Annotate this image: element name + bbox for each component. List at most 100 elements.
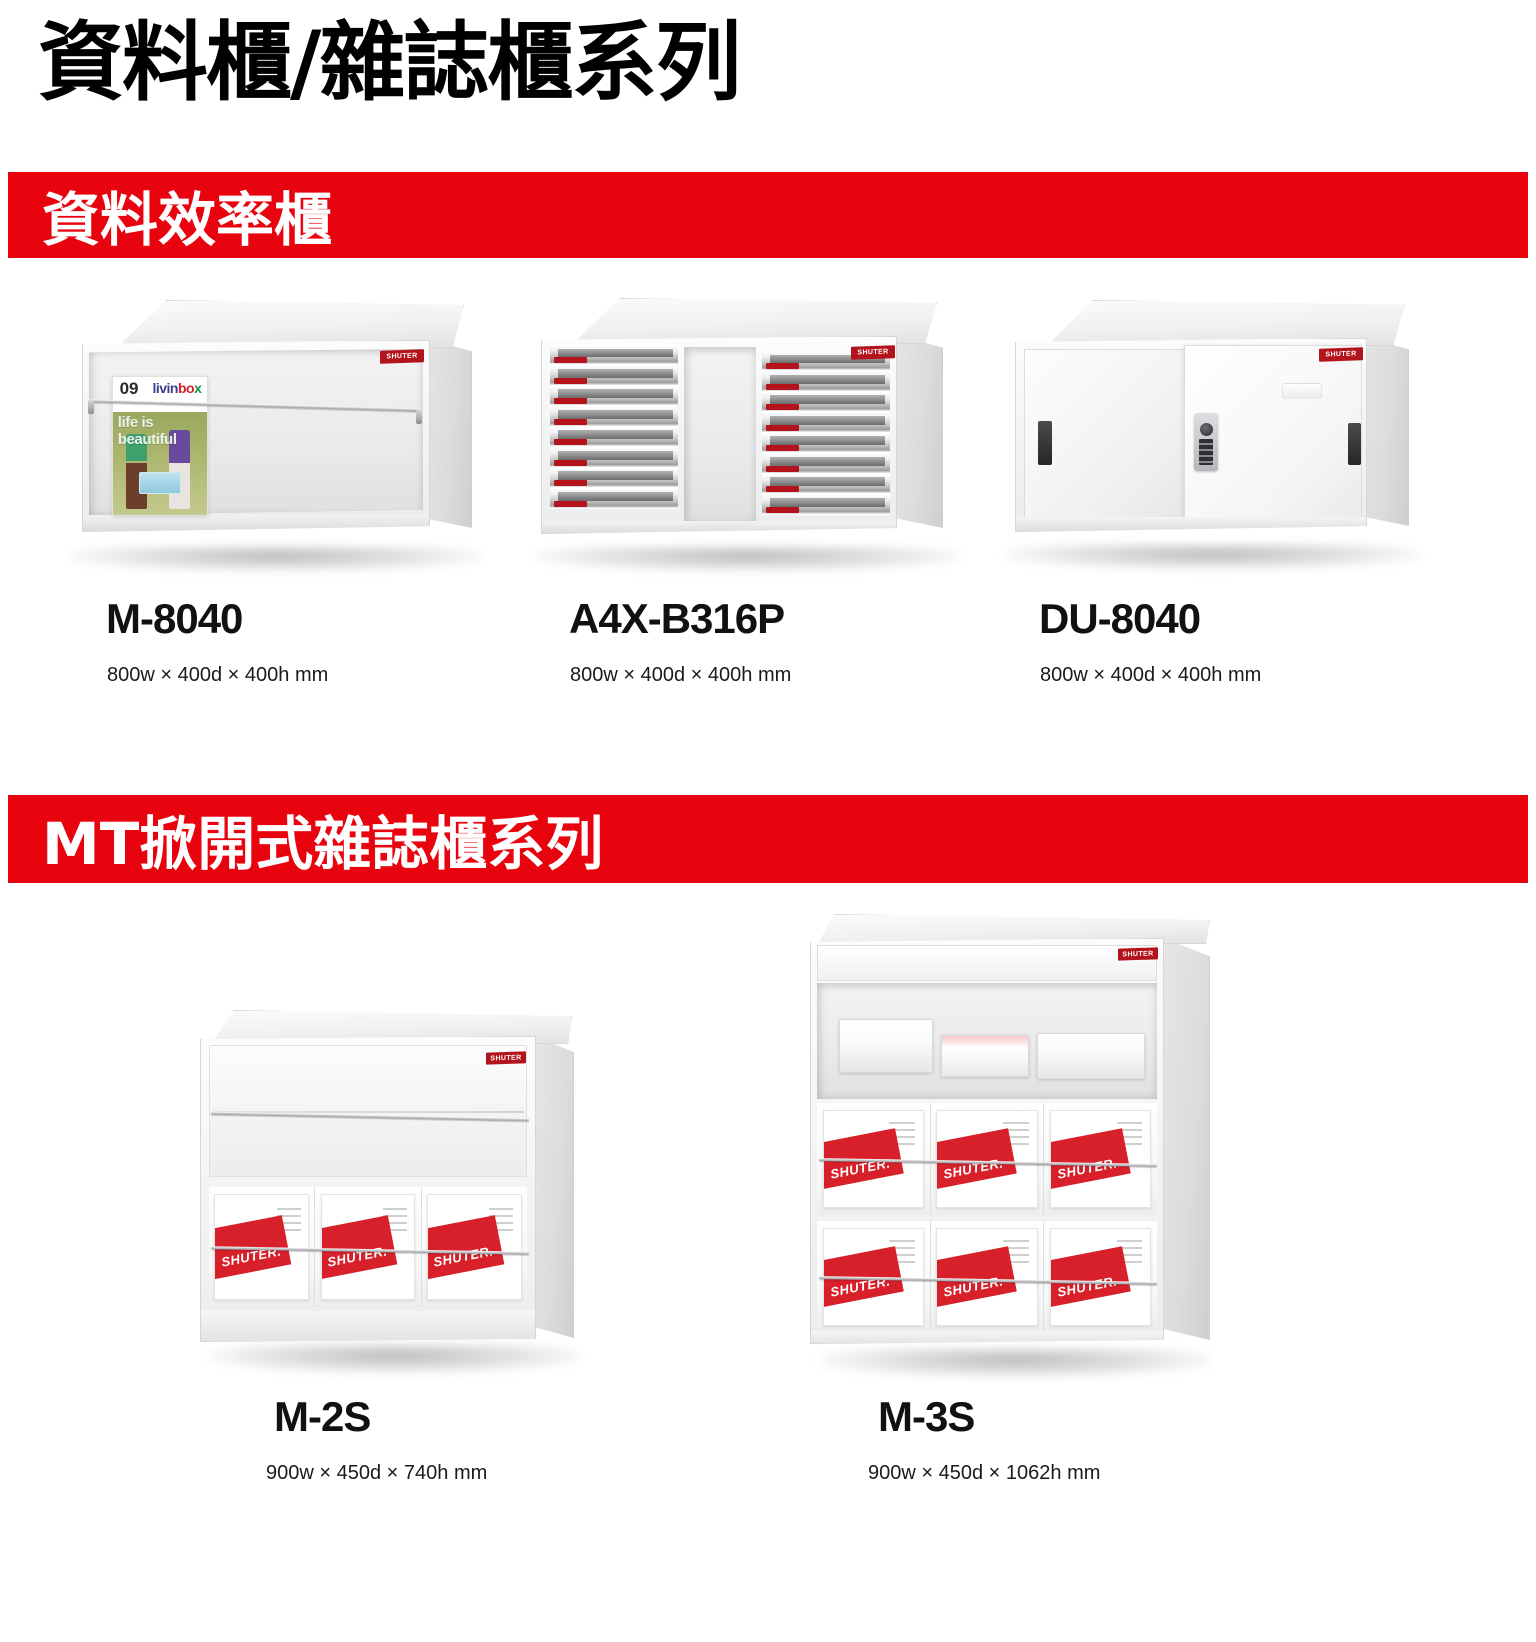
card-spec-lines [382,1207,407,1256]
card-spec-lines [489,1207,514,1256]
cabinet-front-frame [1015,338,1367,532]
shuter-logo-badge: SHUTER [380,349,424,364]
shuter-logo-badge: SHUTER [486,1051,526,1065]
magazine-pocket[interactable]: SHUTER. [930,1221,1045,1333]
magazine-display-card: SHUTER. [936,1109,1038,1209]
combination-lock[interactable] [1194,413,1218,471]
cabinet-bottom-rail [83,515,429,531]
drawer[interactable] [550,345,678,366]
drawer[interactable] [550,467,678,489]
magazine-masthead: 09 livinbox [113,377,207,412]
drawer[interactable] [762,473,890,495]
magazine-display-card: SHUTER. [320,1194,416,1300]
product-image-a4x-b316p: SHUTER [529,298,959,572]
product-row-magazine-cabinets: SHUTER. SHUTER. [0,900,1536,1560]
card-spec-lines [889,1240,916,1284]
drawer-column-left[interactable] [550,345,678,523]
door-handle-left[interactable] [1038,421,1052,465]
magazine-pocket[interactable]: SHUTER. [315,1187,422,1307]
door-handle-right[interactable] [1348,423,1361,465]
drop-shadow [1005,544,1421,570]
drawer-label-tag [553,357,588,364]
magazine-logo-part-2: bo [177,380,195,397]
drop-shadow [210,1344,580,1374]
section-banner-label: MT掀開式雜誌櫃系列 [42,810,604,878]
product-card-m-8040[interactable]: 09 livinbox l [60,290,490,710]
product-image-m-2s: SHUTER. SHUTER. [190,1010,590,1374]
magazine-logo-part-3: x [194,380,202,397]
magazine-display-card: SHUTER. [1049,1227,1152,1327]
product-dimensions-label: 900w × 450d × 1062h mm [868,1462,1101,1484]
drop-shadow [70,546,482,572]
drawer[interactable] [550,488,678,509]
flip-open-panel[interactable] [209,1045,527,1177]
product-model-label: A4X-B316P [569,595,785,642]
section-banner-magazine-cabinets: MT掀開式雜誌櫃系列 [8,795,1528,883]
magazine-display-card: SHUTER. [426,1194,522,1300]
shuter-logo-badge: SHUTER [851,345,895,360]
section-banner-data-cabinets: 資料效率櫃 [8,172,1528,258]
cabinet-side-face [530,1034,574,1338]
cabinet-front-frame [541,336,897,534]
product-card-m-2s[interactable]: SHUTER. SHUTER. [170,900,630,1560]
cabinet-plinth [811,1331,1163,1343]
product-image-du-8040: SHUTER [999,300,1421,570]
product-card-m-3s[interactable]: SHUTER. SHUTER. [780,900,1250,1560]
drawer-label-tag [553,418,588,425]
drawer-label-tag [553,377,588,384]
section-banner-label: 資料效率櫃 [42,186,333,254]
magazine-pocket[interactable]: SHUTER. [930,1103,1045,1215]
card-spec-lines [1116,1240,1143,1284]
cabinet-bottom-rail [1016,517,1366,531]
drawer[interactable] [762,391,890,413]
drawer[interactable] [762,371,890,392]
drawer[interactable] [550,365,678,386]
embossed-logo-plate [1282,383,1322,399]
lock-dials[interactable] [1199,438,1213,466]
drawer[interactable] [550,426,678,448]
booklet-stack [1037,1033,1145,1079]
drop-shadow [820,1348,1210,1378]
drawer-label-tag [553,398,588,405]
magazine-display-card: SHUTER. [936,1227,1038,1327]
cabinet-bottom-rail [542,521,896,533]
product-card-du-8040[interactable]: SHUTER DU-8040 800w × 400d × 400h mm [995,290,1425,710]
magazine-issue-number: 09 [119,379,139,399]
drawer[interactable] [550,447,678,468]
figure-torso [169,430,191,464]
drawer-label-tag [765,486,800,493]
card-spec-lines [276,1207,301,1256]
cabinet-front-body: SHUTER. SHUTER. [810,938,1164,1344]
drawer-label-tag [765,506,800,513]
magazine-logo-part-1: livin [152,380,178,397]
retaining-wire-anchor-right [416,410,422,424]
product-row-data-cabinets: 09 livinbox l [0,290,1536,710]
drawer[interactable] [762,412,890,433]
card-spec-lines [1002,1122,1029,1166]
drawer[interactable] [550,406,678,427]
cabinet-plinth [201,1311,535,1341]
drawer[interactable] [762,453,890,474]
drawer-label-tag [553,480,588,487]
product-dimensions-label: 800w × 400d × 400h mm [570,664,792,686]
magazine-pocket[interactable]: SHUTER. [1044,1103,1158,1215]
booklet-stack [941,1035,1029,1077]
figure-torso [126,434,147,462]
product-image-m-3s: SHUTER. SHUTER. [800,914,1220,1378]
drawer-column-right[interactable] [762,351,890,529]
drawer[interactable] [762,432,890,454]
drawer-label-tag [765,383,800,390]
product-dimensions-label: 800w × 400d × 400h mm [1040,664,1262,686]
page-title: 資料櫃/雜誌櫃系列 [38,13,741,113]
drawer[interactable] [762,494,890,515]
cover-table-object [139,471,181,495]
magazine-pocket[interactable]: SHUTER. [421,1187,527,1307]
product-model-label: M-8040 [106,595,243,642]
flip-open-lid[interactable] [817,945,1157,981]
drawer[interactable] [550,385,678,407]
product-card-a4x-b316p[interactable]: SHUTER A4X-B316P 800w × 400d × 400h mm [525,290,959,710]
magazine-logo: livinbox [152,380,201,396]
shuter-logo-badge: SHUTER [1118,947,1158,961]
magazine-cover-photo [113,411,207,515]
magazine-pocket[interactable]: SHUTER. [1044,1221,1158,1333]
